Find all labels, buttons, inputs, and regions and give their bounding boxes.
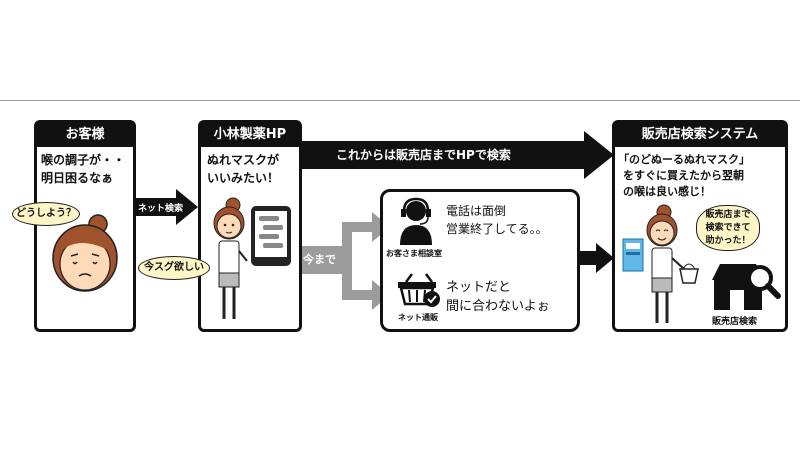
store-system-line-3: の喉は良い感じ！ <box>623 185 711 198</box>
store-system-line-1: 「のどぬーるぬれマスク」 <box>618 153 750 166</box>
arrow-to-store-system <box>580 243 614 273</box>
woman-with-phone-illustration <box>213 197 248 319</box>
kobayashi-line-1: ぬれマスクが <box>207 153 280 167</box>
kobayashi-bubble: 今スグ欲しい <box>138 256 210 280</box>
phone-support-label: お客さま相談室 <box>386 249 442 258</box>
worried-customer-illustration <box>52 214 118 292</box>
online-shop-label: ネット通販 <box>398 313 438 322</box>
kobayashi-header: 小林製薬HP <box>201 123 299 147</box>
smartphone-icon <box>251 206 291 266</box>
arrow-net-search <box>136 189 198 225</box>
arrow-net-search-label: ネット検索 <box>138 204 184 214</box>
store-bubble-line-3: 助かった！ <box>705 236 751 246</box>
store-bubble-line-1: 販売店まで <box>705 210 751 220</box>
phone-text-2: 営業終了してる。。 <box>446 222 548 236</box>
customer-line-1: 喉の調子が・・ <box>41 153 126 167</box>
kobayashi-line-2: いいみたい！ <box>207 171 280 185</box>
customer-line-2: 明日困るなぁ <box>41 171 114 185</box>
store-system-bubble: 販売店まで 検索できて 助かった！ <box>696 205 760 251</box>
store-bubble-line-2: 検索できて <box>705 223 751 233</box>
arrow-until-now-label: 今まで <box>303 253 336 266</box>
happy-woman-illustration <box>646 204 699 323</box>
store-search-icon <box>712 264 781 310</box>
shopping-basket-icon <box>398 273 440 307</box>
arrow-top <box>302 131 614 179</box>
net-text-1: ネットだと <box>446 280 512 295</box>
phone-text-1: 電話は面倒 <box>446 204 507 218</box>
headset-operator-icon <box>400 197 432 245</box>
customer-header: お客様 <box>37 123 133 147</box>
product-box-icon <box>622 238 644 272</box>
arrow-top-label: これからは販売店までHPで検索 <box>336 148 511 162</box>
customer-bubble: どうしよう？ <box>12 202 80 226</box>
customer-panel: お客様 喉の調子が・・ 明日困るなぁ <box>34 120 136 332</box>
store-system-line-2: をすぐに買えたから翌朝 <box>623 169 744 182</box>
store-system-header: 販売店検索システム <box>615 123 785 147</box>
store-search-label: 販売店検索 <box>712 317 758 327</box>
top-rule <box>0 100 800 101</box>
net-text-2: 間に合わないよぉ <box>446 299 550 314</box>
